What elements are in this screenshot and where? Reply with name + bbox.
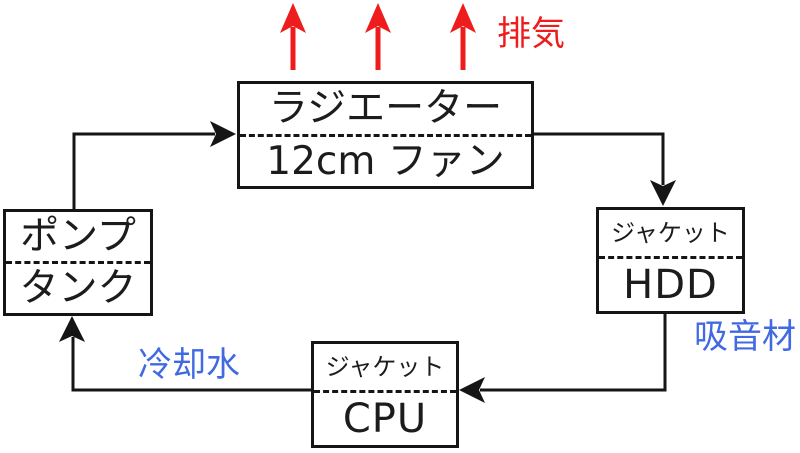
- cpu-jacket-label: ジャケット: [325, 353, 445, 381]
- radiator-to-hdd-arrow: [534, 132, 676, 206]
- exhaust-arrow-1: [280, 3, 306, 70]
- exhaust-label: 排気: [497, 14, 565, 54]
- fan-label: 12cm ファン: [240, 133, 531, 187]
- exhaust-arrow-3: [450, 3, 476, 70]
- cpu-label: CPU: [314, 390, 456, 445]
- hdd-jacket-label: ジャケット: [611, 219, 730, 247]
- cpu-box: ジャケット CPU: [311, 341, 459, 448]
- pump-label: ポンプ: [20, 214, 136, 259]
- radiator-box: ラジエーター 12cm ファン: [237, 81, 534, 189]
- exhaust-arrow-2: [365, 3, 391, 70]
- absorber-label: 吸音材: [694, 317, 796, 357]
- pump-to-radiator-arrow: [72, 121, 236, 209]
- pump-tank-box: ポンプ タンク: [3, 209, 153, 316]
- hdd-to-cpu-arrow: [459, 314, 667, 403]
- coolant-label: 冷却水: [138, 345, 240, 385]
- radiator-label: ラジエーター: [268, 86, 503, 132]
- tank-label: タンク: [6, 261, 150, 313]
- hdd-box: ジャケット HDD: [596, 207, 745, 314]
- hdd-label: HDD: [599, 256, 742, 311]
